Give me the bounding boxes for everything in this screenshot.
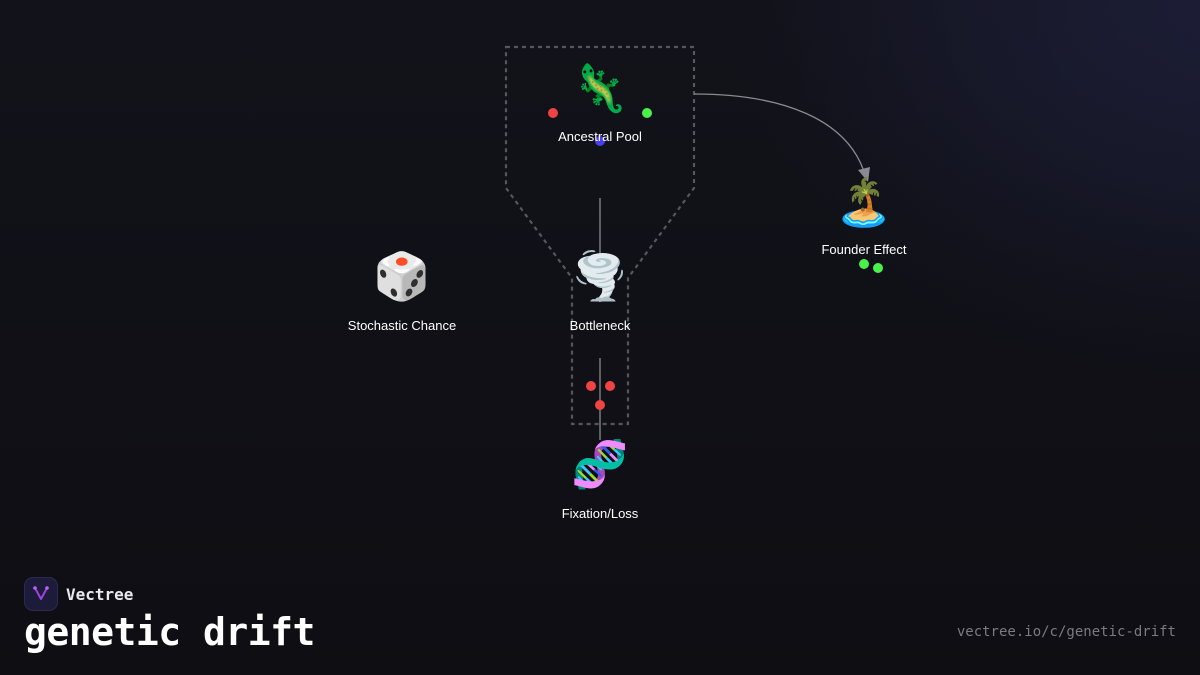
allele-dot-red	[605, 381, 615, 391]
allele-dot-red	[586, 381, 596, 391]
allele-dot-green	[859, 259, 869, 269]
dna-icon: 🧬	[571, 437, 629, 491]
lizard-icon: 🦎	[571, 61, 629, 115]
allele-dot-red	[595, 400, 605, 410]
brand-name: Vectree	[66, 584, 134, 604]
node-label-founder-effect[interactable]: Founder Effect	[821, 242, 907, 257]
brand: Vectree	[24, 577, 133, 611]
allele-dot-green	[642, 108, 652, 118]
page-url[interactable]: vectree.io/c/genetic-drift	[956, 624, 1176, 640]
node-label-fixation-loss[interactable]: Fixation/Loss	[561, 506, 639, 521]
page-title: genetic drift	[24, 610, 315, 654]
tornado-icon: 🌪️	[571, 249, 629, 303]
allele-dot-blue	[595, 136, 605, 146]
node-label-bottleneck[interactable]: Bottleneck	[569, 318, 631, 333]
edge-arrowhead	[858, 167, 870, 182]
node-label-stochastic-chance[interactable]: Stochastic Chance	[347, 318, 457, 333]
allele-dot-green	[873, 263, 883, 273]
dice-icon: 🎲	[373, 249, 431, 303]
vectree-logo-icon	[24, 577, 58, 611]
allele-dot-red	[548, 108, 558, 118]
edge-ancestral-founder	[693, 93, 867, 179]
node-label-ancestral-pool[interactable]: Ancestral Pool	[558, 129, 642, 144]
island-icon: 🏝️	[835, 175, 893, 229]
